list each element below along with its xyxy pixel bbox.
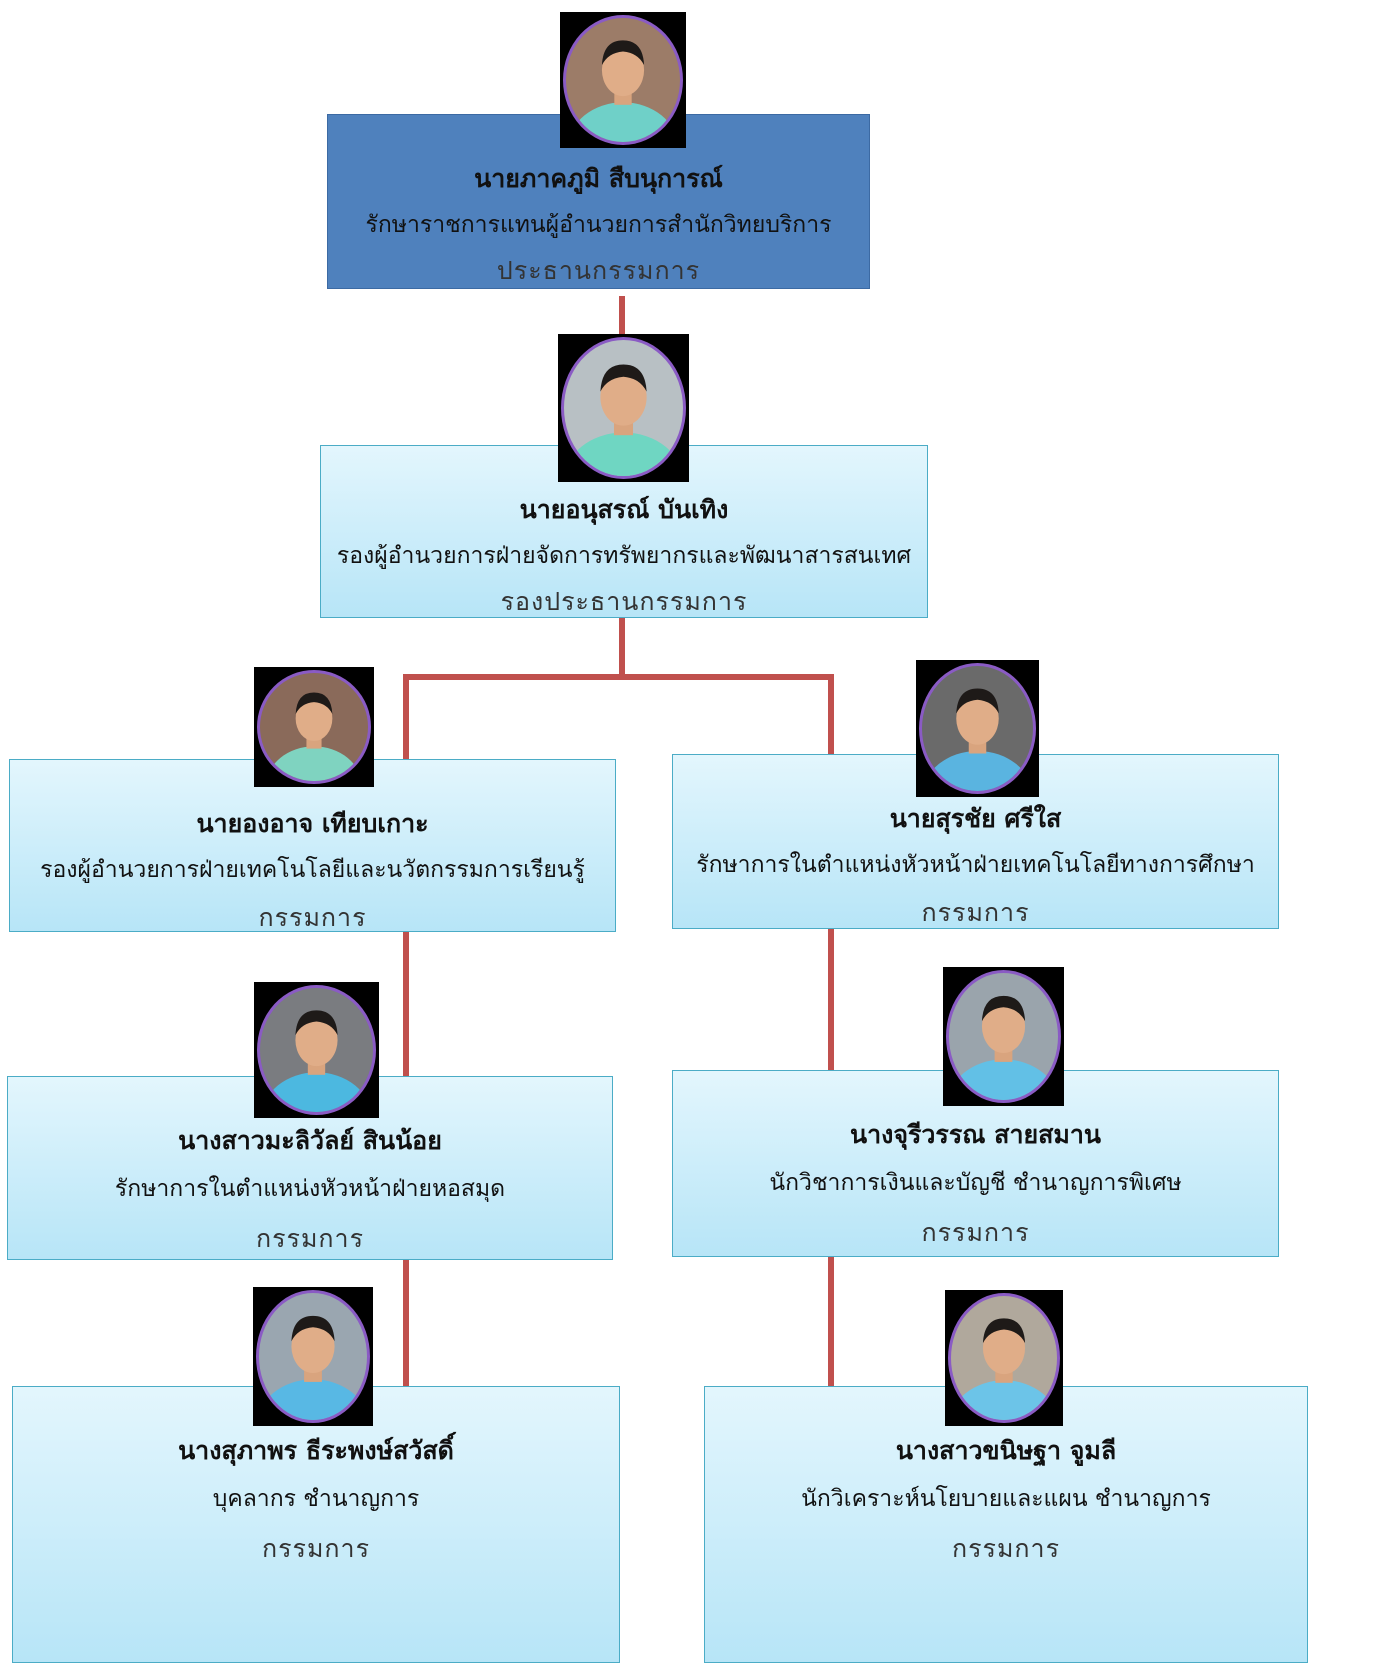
connector-right-trunk [828, 674, 834, 1386]
member-title: รองผู้อำนวยการฝ่ายจัดการทรัพยากรและพัฒนา… [336, 543, 912, 569]
member-title: บุคลากร ชำนาญการ [212, 1486, 420, 1512]
org-card-vice-chair: นายอนุสรณ์ บันเทิง รองผู้อำนวยการฝ่ายจัด… [320, 445, 928, 618]
member-role: กรรมการ [258, 903, 367, 932]
member-photo-3 [254, 982, 379, 1118]
org-card-chair: นายภาคภูมิ สืบนุการณ์ รักษาราชการแทนผู้อ… [327, 114, 870, 289]
member-title: นักวิชาการเงินและบัญชี ชำนาญการพิเศษ [769, 1170, 1182, 1196]
member-photo-6 [945, 1290, 1063, 1426]
member-title: รักษาการในตำแหน่งหัวหน้าฝ่ายเทคโนโลยีทาง… [696, 852, 1255, 878]
org-card-member-6: นางสาวขนิษฐา จูมลี นักวิเคราะห์นโยบายและ… [704, 1386, 1308, 1663]
connector-chair-vice [619, 296, 625, 336]
member-title: รักษาราชการแทนผู้อำนวยการสำนักวิทยบริการ [365, 212, 832, 238]
member-name: นายสุรชัย ศรีใส [889, 804, 1062, 833]
member-role: กรรมการ [921, 898, 1030, 927]
member-role: ประธานกรรมการ [496, 256, 701, 285]
member-name: นายอนุสรณ์ บันเทิง [519, 495, 729, 524]
member-name: นางสาวมะลิวัลย์ สินน้อย [178, 1126, 442, 1155]
org-card-member-2: นายสุรชัย ศรีใส รักษาการในตำแหน่งหัวหน้า… [672, 754, 1279, 929]
connector-left-trunk [403, 674, 409, 1386]
member-photo-1 [254, 667, 374, 787]
member-title: นักวิเคราะห์นโยบายและแผน ชำนาญการ [801, 1486, 1211, 1512]
member-role: กรรมการ [261, 1534, 371, 1563]
member-photo-5 [253, 1287, 373, 1426]
member-name: นางจุรีวรรณ สายสมาน [849, 1120, 1101, 1149]
member-role: กรรมการ [921, 1218, 1030, 1247]
member-photo-2 [916, 660, 1039, 797]
org-card-member-5: นางสุภาพร ธีระพงษ์สวัสดิ์ บุคลากร ชำนาญก… [12, 1386, 620, 1663]
member-name: นางสาวขนิษฐา จูมลี [895, 1436, 1117, 1465]
member-role: รองประธานกรรมการ [500, 587, 748, 616]
member-role: กรรมการ [255, 1224, 365, 1253]
member-title: รักษาการในตำแหน่งหัวหน้าฝ่ายหอสมุด [114, 1176, 506, 1202]
member-name: นางสุภาพร ธีระพงษ์สวัสดิ์ [178, 1436, 454, 1465]
connector-vice-branch [619, 618, 625, 678]
connector-horizontal [403, 674, 834, 680]
member-photo-4 [943, 967, 1064, 1106]
member-name: นายองอาจ เทียบเกาะ [196, 809, 429, 838]
org-card-member-1: นายองอาจ เทียบเกาะ รองผู้อำนวยการฝ่ายเทค… [9, 759, 616, 932]
member-title: รองผู้อำนวยการฝ่ายเทคโนโลยีและนวัตกรรมกา… [40, 857, 585, 883]
member-role: กรรมการ [951, 1534, 1061, 1563]
member-photo-chair [560, 12, 686, 148]
member-name: นายภาคภูมิ สืบนุการณ์ [474, 164, 723, 193]
member-photo-vice-chair [558, 334, 689, 482]
